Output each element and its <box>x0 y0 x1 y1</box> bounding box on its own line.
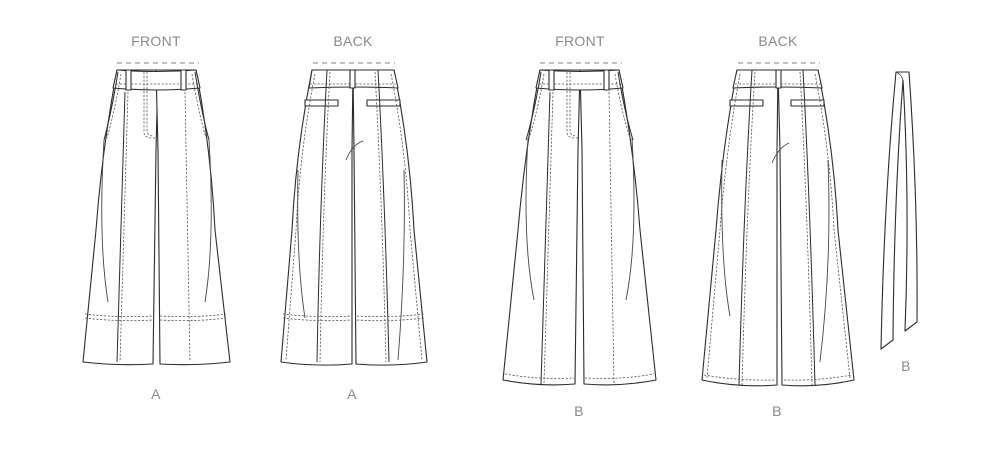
tie-belt-b <box>880 71 918 350</box>
pants-b-back <box>701 62 855 387</box>
heading-a-front: FRONT <box>131 33 181 49</box>
view-label-b-front: B <box>574 403 584 419</box>
heading-b-back: BACK <box>758 33 798 49</box>
pants-b-front <box>502 62 657 386</box>
pants-a-back <box>280 62 428 366</box>
view-label-b-back: B <box>772 403 782 419</box>
view-label-a-front: A <box>151 386 161 402</box>
pants-a-front <box>82 62 231 366</box>
view-label-b-belt: B <box>901 358 911 374</box>
heading-b-front: FRONT <box>555 33 605 49</box>
view-label-a-back: A <box>347 386 357 402</box>
heading-a-back: BACK <box>333 33 373 49</box>
